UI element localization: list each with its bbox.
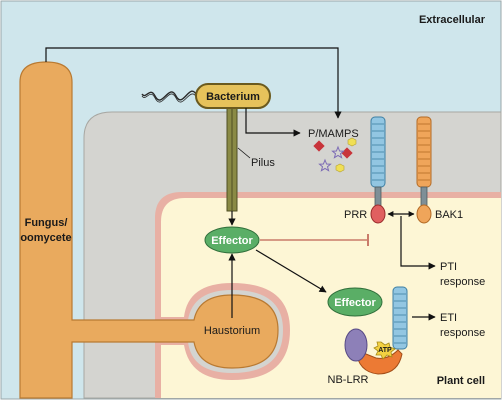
extracellular-label: Extracellular: [419, 14, 486, 26]
pilus-leader: [237, 147, 251, 159]
pamp-diamond: [341, 147, 353, 159]
arrow-effector-to-effector: [255, 249, 327, 293]
pamp-star: [331, 145, 345, 159]
effector-top-label: Effector: [211, 235, 253, 247]
atp-label: ATP: [378, 347, 392, 354]
eti-response-label-2: response: [440, 327, 485, 339]
pti-response-label-2: response: [440, 276, 485, 288]
plant-cell-label: Plant cell: [437, 375, 485, 387]
bak1-receptor: [416, 116, 432, 224]
pamp-diamond: [313, 140, 325, 152]
atp-molecule: ATP: [373, 341, 396, 360]
prr-receptor: [370, 116, 386, 224]
pamp-hexagon: [335, 163, 345, 173]
pamps-label: P/MAMPS: [308, 128, 359, 140]
pamp-hexagon: [347, 137, 357, 147]
fungus-label-line-1: Fungus/: [25, 217, 68, 229]
bacterium: [195, 83, 271, 109]
bacterium-flagellum-2: [141, 93, 198, 103]
bacterium-flagellum: [141, 90, 198, 101]
arrow-to-pti: [400, 216, 436, 270]
arrow-bacterium-to-pamps: [245, 108, 301, 137]
bak1-label: BAK1: [435, 209, 463, 221]
nb-lrr-label: NB-LRR: [328, 374, 369, 386]
pamp-star: [318, 158, 332, 172]
pilus-label: Pilus: [251, 157, 275, 169]
effector-bottom-label: Effector: [334, 297, 376, 309]
eti-response-label-1: ETI: [440, 312, 457, 324]
pti-response-label-1: PTI: [440, 261, 457, 273]
arrow-fungus-to-pamps: [45, 47, 342, 119]
fungus-label-line-2: oomycete: [20, 232, 71, 244]
haustorium-label: Haustorium: [204, 325, 260, 337]
bacterium-label: Bacterium: [206, 91, 260, 103]
effector-bottom: [327, 287, 383, 317]
effector-top: [204, 226, 260, 254]
prr-label: PRR: [344, 209, 367, 221]
